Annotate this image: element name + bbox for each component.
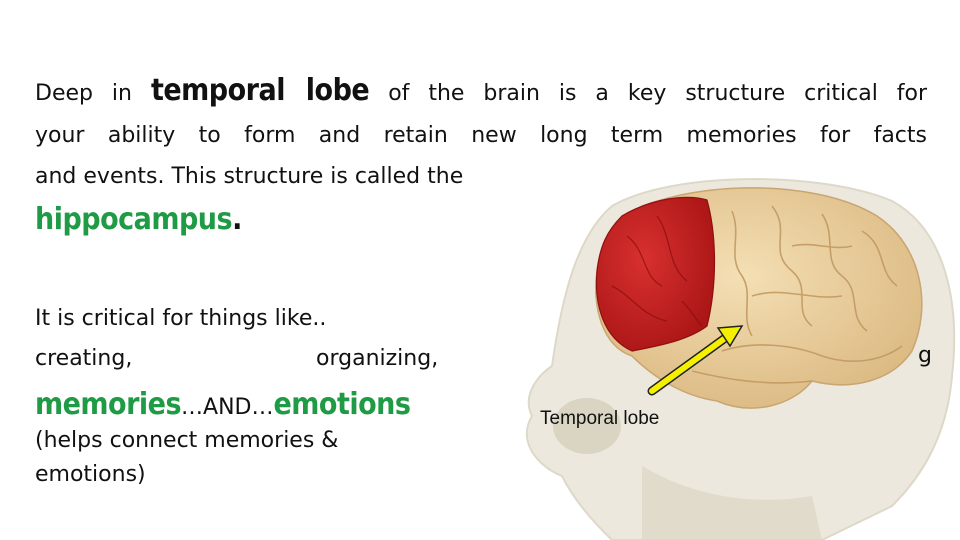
term-temporal-lobe: temporal lobe (150, 73, 370, 108)
things-intro: It is critical for things like.. (35, 306, 327, 331)
brain-folds (691, 205, 903, 384)
item-organizing: organizing, (316, 346, 439, 371)
figure-label: Temporal lobe (540, 408, 660, 429)
paragraph-line-2: your ability to form and retain new long… (35, 123, 927, 148)
brain-skull-illustration (525, 178, 956, 540)
eye-socket (553, 398, 621, 454)
memories-emotions-line: memories…AND…emotions (35, 384, 411, 429)
hippocampus-period: . (232, 202, 242, 237)
paragraph-line-1: Deep in temporal lobe of the brain is a … (35, 70, 927, 115)
text-line-1-rest: of the brain is a key structure critical… (388, 81, 928, 106)
frontal-folds (611, 215, 703, 327)
term-emotions: emotions (273, 387, 411, 422)
hippocampus-line: hippocampus. (35, 199, 242, 244)
arrow-head (716, 325, 744, 348)
note-line-2: emotions) (35, 462, 146, 487)
text-and: …AND… (181, 395, 274, 420)
frontal-lobe-shape (595, 196, 716, 352)
jaw-shape (642, 466, 822, 540)
text-deep-in: Deep in (35, 81, 132, 106)
cut-letter: g (918, 343, 932, 368)
item-creating: creating, (35, 346, 133, 371)
term-hippocampus: hippocampus (35, 202, 233, 237)
term-memories: memories (35, 387, 182, 422)
note-line-1: (helps connect memories & (35, 428, 339, 453)
paragraph-line-3: and events. This structure is called the (35, 164, 464, 189)
